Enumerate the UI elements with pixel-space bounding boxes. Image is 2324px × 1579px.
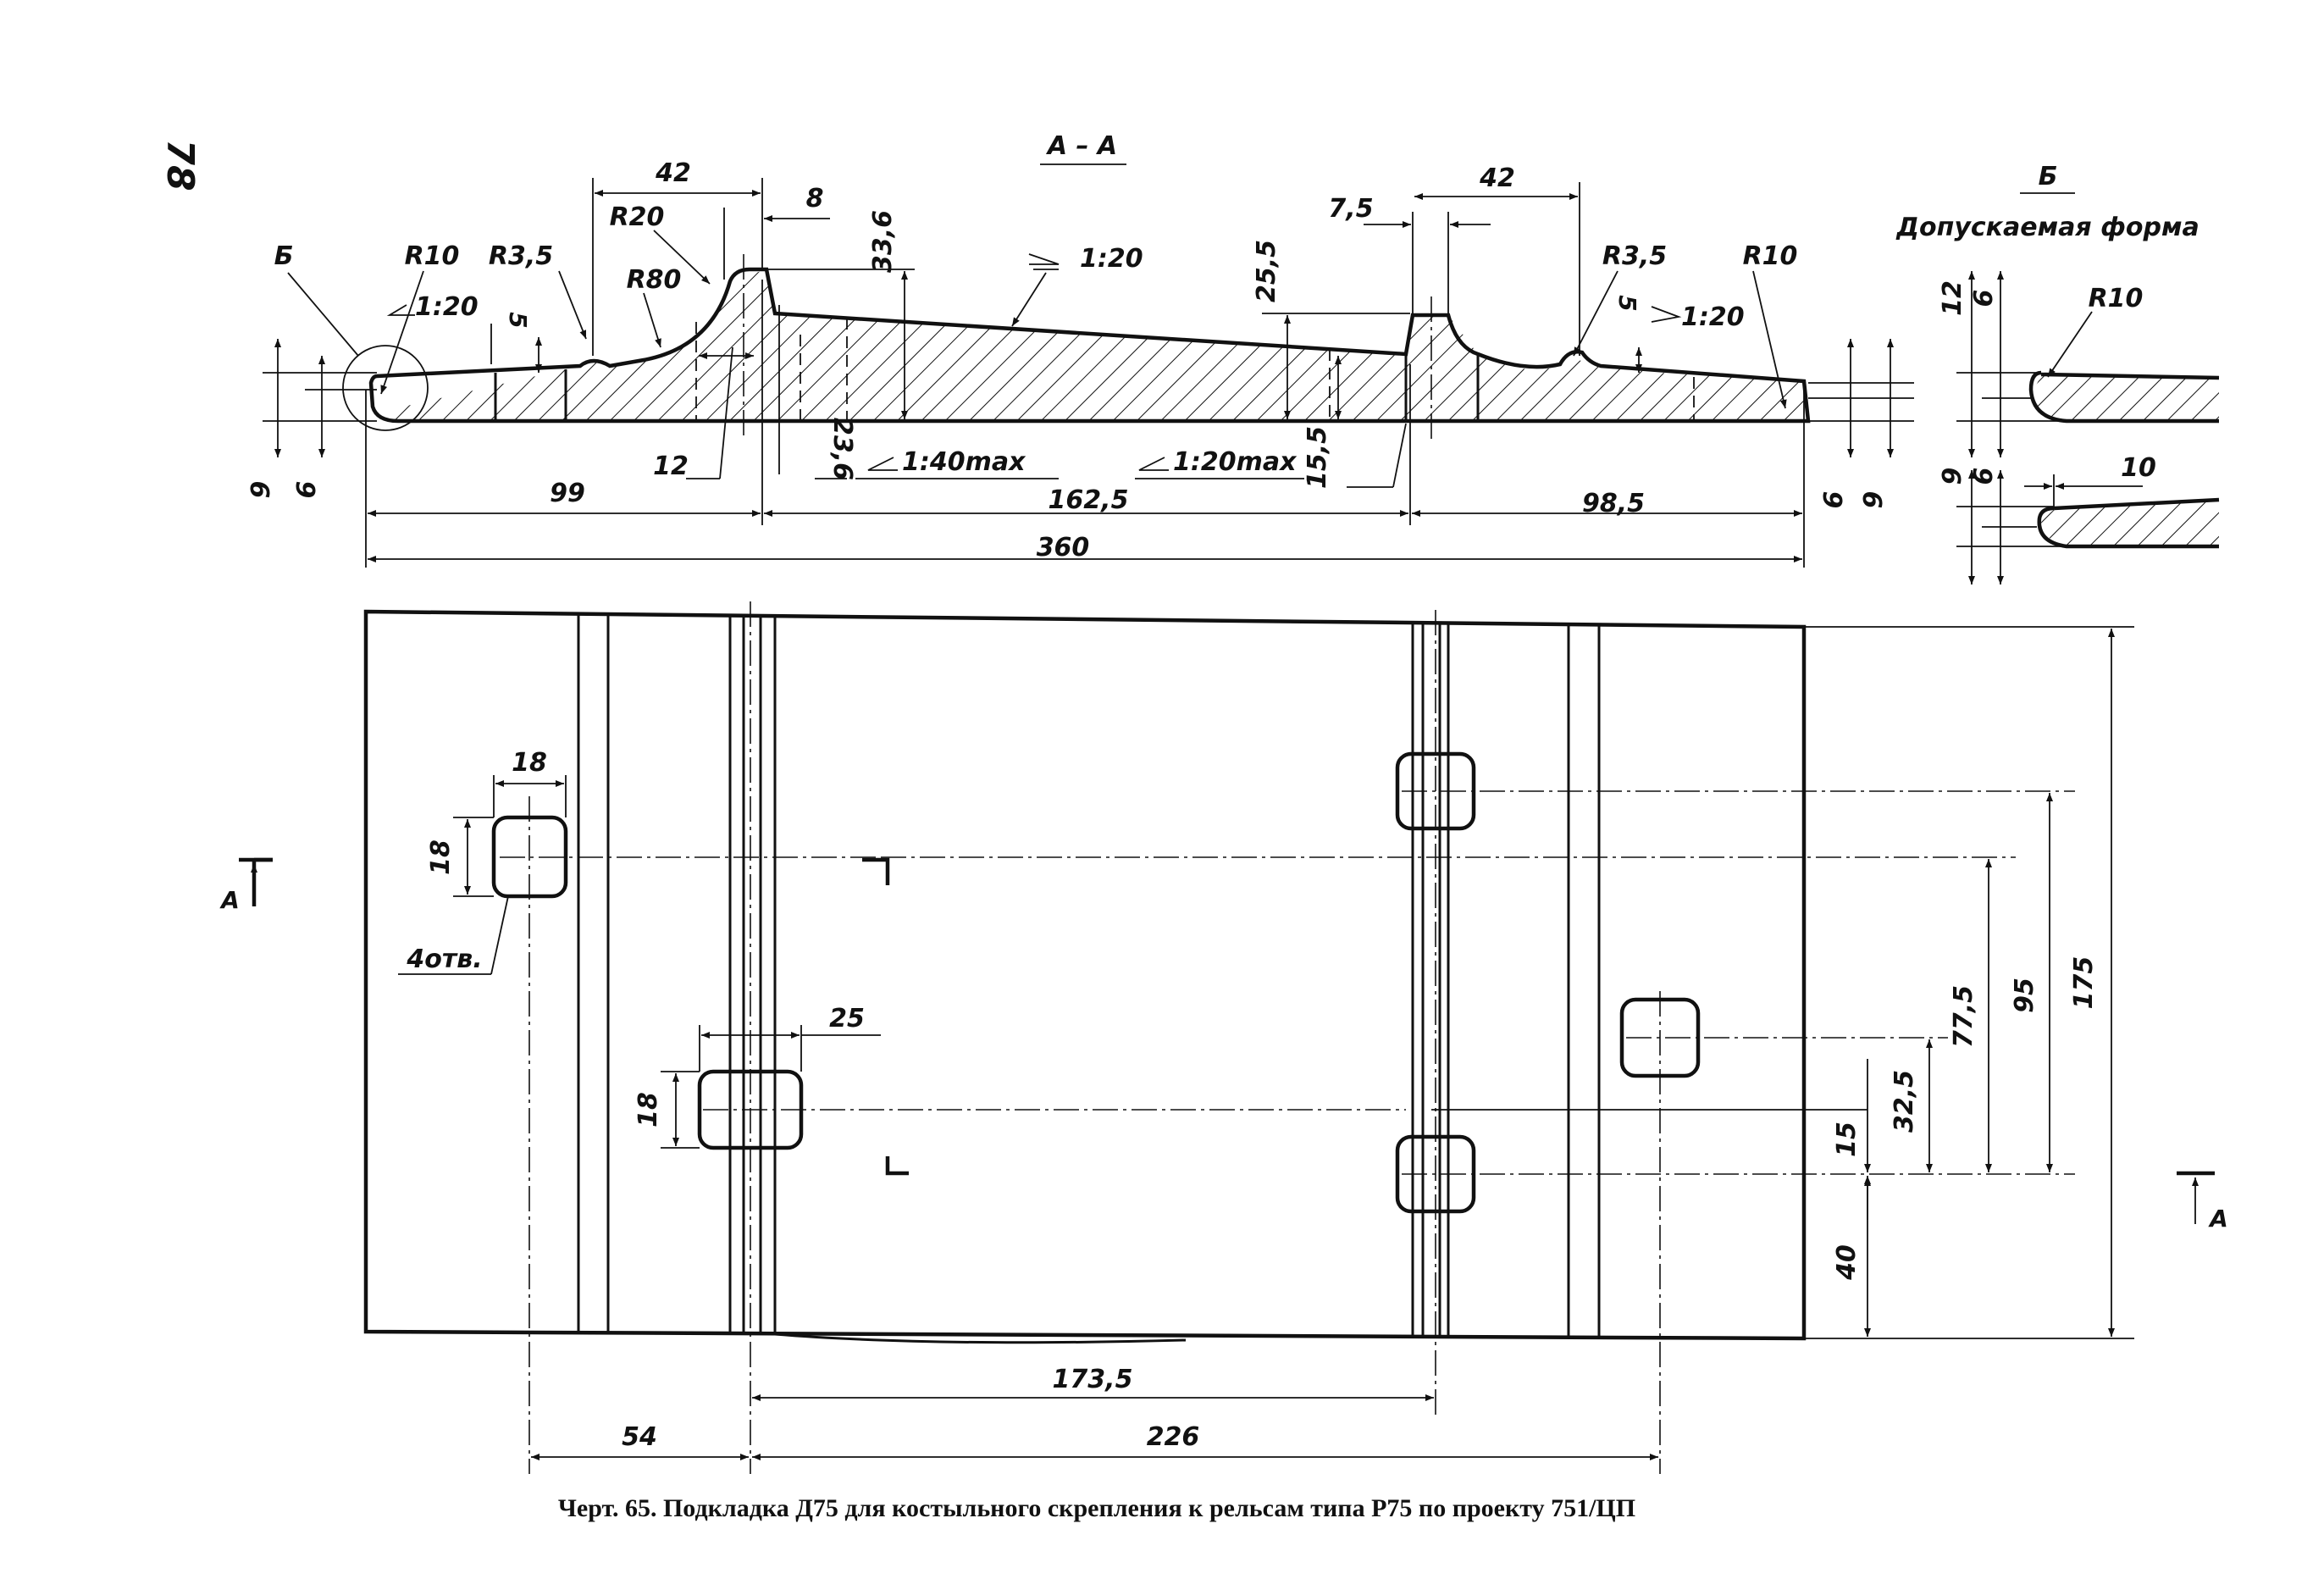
section-title: А – А [1040,131,1126,165]
detail-dim-10: 10 [2121,453,2156,483]
dim-25: 25 [829,1004,865,1033]
label-h5-right: 5 [1613,295,1641,311]
label-r3-5-right: R3,5 [1602,241,1667,271]
dim-8: 8 [806,184,824,213]
label-slope-right: 1:20 [1681,302,1745,332]
label-15-5: 15,5 [1303,426,1332,489]
cross-section-profile [342,254,1811,440]
label-r20: R20 [610,202,665,232]
label-r10-right: R10 [1743,241,1798,271]
cut-label-a-right: А [2208,1205,2228,1233]
plan-outline [363,609,1807,1341]
label-b-mark: Б [274,241,294,271]
label-23-6: 23,6 [827,418,857,480]
dim-360: 360 [1037,533,1090,562]
label-4-holes: 4отв. [406,945,482,974]
label-slope-1-40: 1:40max [902,447,1026,477]
dim-95: 95 [2010,978,2039,1013]
label-h6-right: 6 [1819,491,1849,509]
dim-42-right: 42 [1479,163,1515,193]
detail-b: Б Допускаемая форма 12 6 R10 9 6 10 [1895,162,2220,585]
label-r80: R80 [627,265,682,295]
label-12: 12 [653,452,689,481]
dim-18-mid: 18 [634,1092,663,1127]
label-slope-top: 1:20 [1080,244,1143,274]
detail-dim-r10: R10 [2089,284,2144,313]
dim-175: 175 [2069,956,2099,1010]
detail-dim-6-bottom: 6 [1969,468,1999,485]
dim-32-5: 32,5 [1890,1070,1919,1133]
dim-54: 54 [622,1422,657,1452]
label-7-5: 7,5 [1328,194,1373,224]
label-slope-left: 1:20 [415,292,479,322]
dim-226: 226 [1147,1422,1200,1452]
dim-42-left: 42 [655,158,691,188]
label-h5-left: 5 [504,312,532,328]
detail-dim-6-top: 6 [1969,290,1999,307]
dim-98-5: 98,5 [1582,489,1645,518]
detail-upper-shape [2028,370,2220,424]
dim-hole-18-w: 18 [512,748,547,778]
label-h9-right: 9 [1859,491,1889,509]
dim-33-6: 33,6 [868,210,898,273]
section-label: А – А [1046,131,1117,161]
profile-outline [368,267,1811,424]
profile-dimensions: 99 162,5 98,5 360 42 8 33,6 R20 R80 1:20… [246,158,1914,568]
detail-lower-shape [2037,497,2220,549]
label-h9-left: 9 [246,481,276,499]
detail-dim-9: 9 [1938,468,1967,485]
label-slope-1-20max: 1:20max [1173,447,1298,477]
label-r3-5-left: R3,5 [489,241,553,271]
label-r10-left: R10 [405,241,460,271]
label-h6-left: 6 [292,481,322,499]
dim-99: 99 [550,479,585,508]
dim-162-5: 162,5 [1049,485,1129,515]
figure-caption: Черт. 65. Подкладка Д75 для костыльного … [558,1494,1635,1522]
dim-77-5: 77,5 [1949,985,1978,1048]
cut-label-a-left: А [219,886,240,914]
profile-hatch [385,269,1808,421]
plan-view: 18 18 4отв. 25 18 175 95 77,5 32,5 15 [219,601,2228,1474]
dim-40: 40 [1832,1244,1862,1281]
detail-title: Допускаемая форма [1895,213,2199,242]
dim-15: 15 [1832,1122,1862,1157]
detail-label: Б [2039,162,2058,191]
dim-173-5: 173,5 [1053,1365,1133,1394]
detail-dim-12: 12 [1938,280,1967,316]
label-25-5: 25,5 [1252,240,1281,302]
dim-hole-18-h: 18 [426,839,456,875]
detail-circle [342,345,429,431]
page-number: 78 [158,139,202,191]
